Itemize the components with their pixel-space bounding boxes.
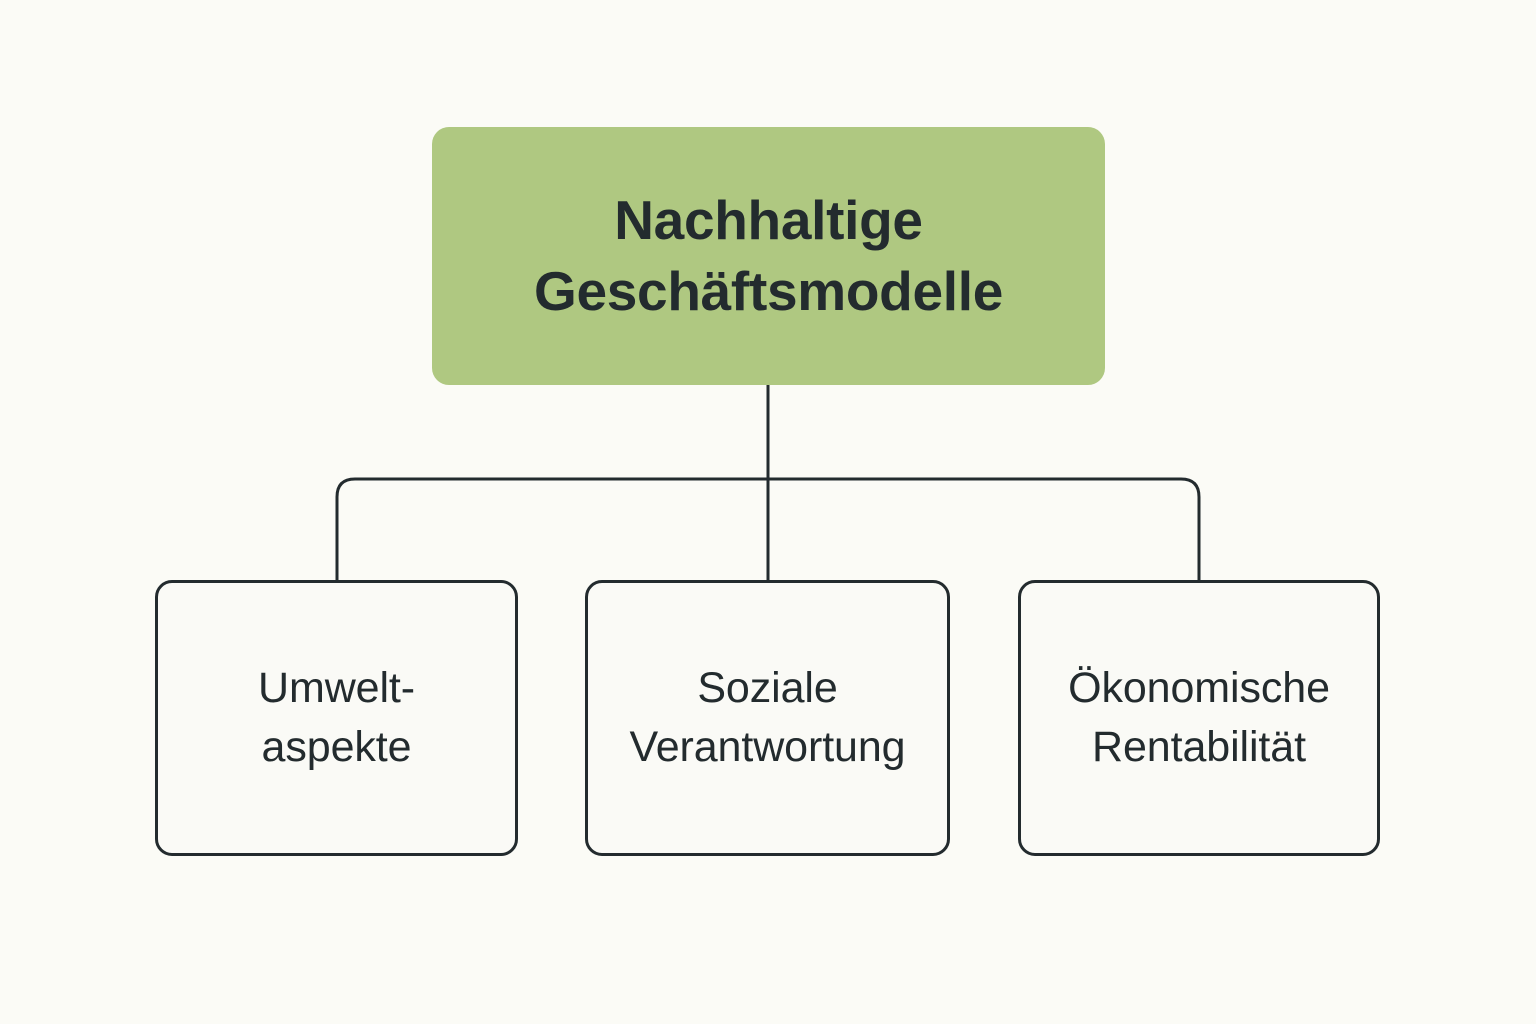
node-child-oekonomische-rentabilitaet[interactable]: Ökonomische Rentabilität (1018, 580, 1380, 856)
node-root[interactable]: Nachhaltige Geschäftsmodelle (432, 127, 1105, 385)
node-child-umweltaspekte[interactable]: Umwelt- aspekte (155, 580, 518, 856)
node-child-oekonomische-rentabilitaet-label: Ökonomische Rentabilität (1068, 663, 1330, 771)
node-child-soziale-verantwortung[interactable]: Soziale Verantwortung (585, 580, 950, 856)
connector-bus (335, 477, 1201, 580)
node-child-soziale-verantwortung-label: Soziale Verantwortung (629, 663, 906, 771)
node-root-label: Nachhaltige Geschäftsmodelle (534, 188, 1003, 323)
node-child-umweltaspekte-label: Umwelt- aspekte (258, 663, 415, 771)
